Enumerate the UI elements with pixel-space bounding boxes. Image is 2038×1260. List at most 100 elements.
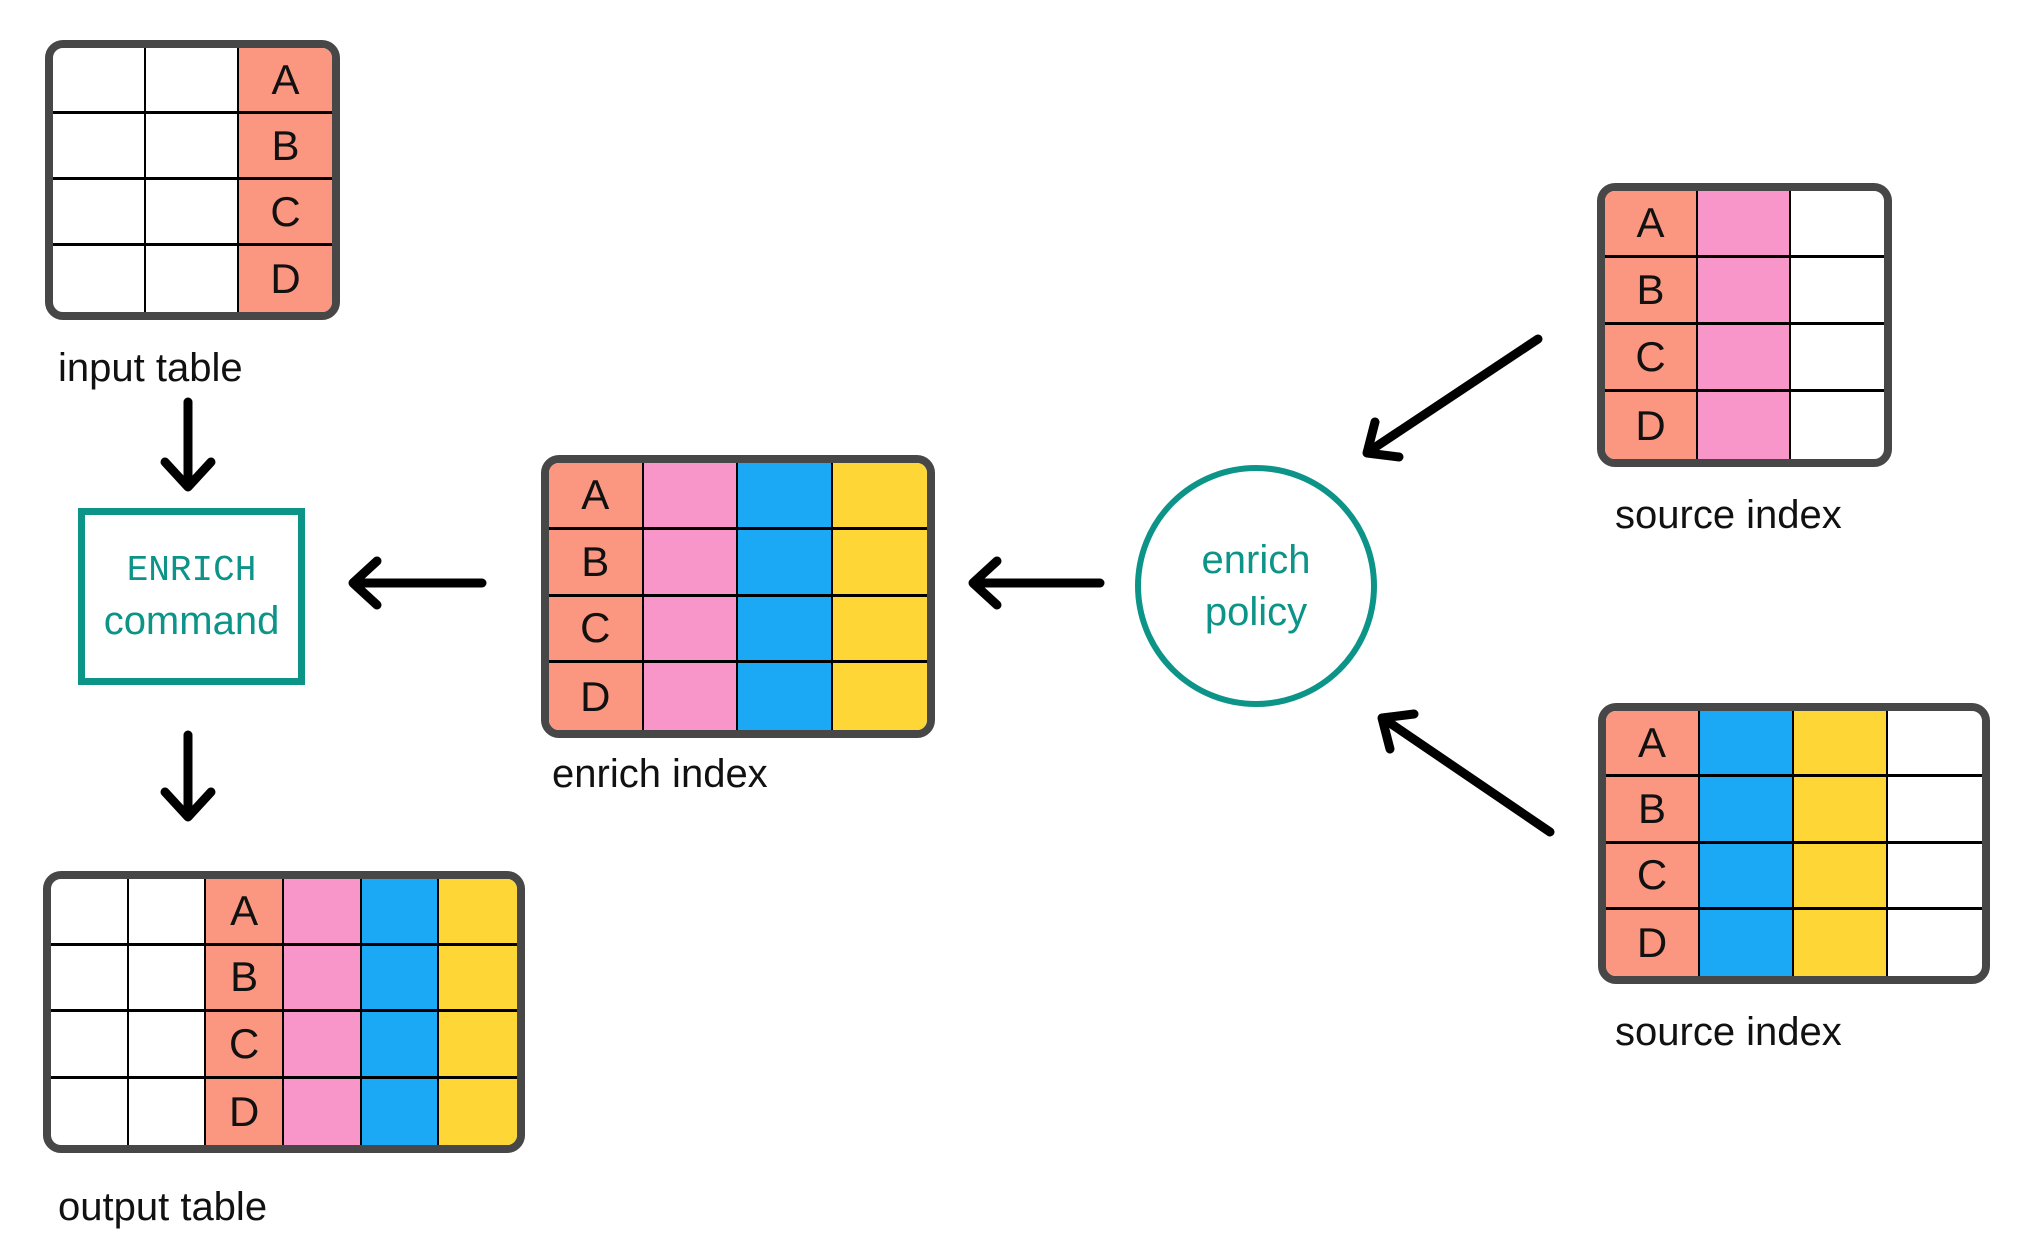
table-key-cell: D bbox=[1606, 909, 1700, 976]
table-key-cell: C bbox=[239, 180, 332, 246]
table-key-cell: D bbox=[206, 1078, 284, 1145]
table-cell bbox=[128, 879, 207, 946]
table-key-cell: C bbox=[1606, 843, 1700, 910]
table-cell bbox=[738, 663, 833, 730]
table-key-cell: A bbox=[1605, 191, 1698, 258]
table-cell bbox=[738, 596, 833, 664]
table-cell bbox=[361, 1078, 440, 1145]
table-cell bbox=[1700, 777, 1794, 844]
arrow-policy-to-enrich-index-icon bbox=[968, 556, 1105, 610]
table-cell bbox=[1698, 191, 1791, 258]
table-key-cell: B bbox=[239, 114, 332, 180]
enrich-command-subtitle: command bbox=[103, 598, 280, 643]
table-key-cell: A bbox=[549, 463, 644, 530]
table-cell bbox=[643, 463, 738, 530]
table-key-cell: B bbox=[549, 529, 644, 597]
enrich-index-label: enrich index bbox=[552, 752, 768, 796]
table-key-cell: C bbox=[549, 596, 644, 664]
table-cell bbox=[1700, 711, 1794, 778]
table-cell bbox=[1791, 191, 1884, 258]
table-cell bbox=[439, 879, 517, 946]
table-cell bbox=[361, 1012, 440, 1079]
table-cell bbox=[128, 945, 207, 1012]
source-index-bottom-label: source index bbox=[1615, 1010, 1842, 1054]
table-cell bbox=[1698, 392, 1791, 459]
table-cell bbox=[1888, 844, 1982, 910]
table-cell bbox=[1794, 909, 1888, 976]
table-cell bbox=[53, 48, 146, 114]
table-cell bbox=[146, 114, 239, 180]
table-cell bbox=[643, 663, 738, 730]
table-cell bbox=[1700, 909, 1794, 976]
table-cell bbox=[146, 180, 239, 246]
table-cell bbox=[1888, 910, 1982, 976]
source-index-top-label: source index bbox=[1615, 493, 1842, 537]
table-cell bbox=[1888, 777, 1982, 844]
table-cell bbox=[128, 1012, 207, 1079]
table-cell bbox=[738, 529, 833, 597]
table-cell bbox=[1698, 325, 1791, 392]
table-key-cell: D bbox=[549, 663, 644, 730]
arrow-input-to-enrich-command-icon bbox=[160, 397, 216, 492]
enrich-policy-label-line1: enrich bbox=[1201, 538, 1311, 582]
arrow-enrich-index-to-command-icon bbox=[348, 556, 487, 610]
table-cell bbox=[361, 945, 440, 1012]
table-cell bbox=[361, 879, 440, 946]
table-cell bbox=[738, 463, 833, 530]
table-key-cell: A bbox=[1606, 711, 1700, 778]
table-cell bbox=[283, 945, 362, 1012]
arrow-source-top-to-policy-icon bbox=[1362, 334, 1543, 462]
table-cell bbox=[439, 1012, 517, 1079]
table-key-cell: C bbox=[206, 1012, 284, 1079]
table-cell bbox=[51, 1012, 129, 1079]
input-table-label: input table bbox=[58, 346, 243, 390]
enrich-command-box: ENRICH command bbox=[78, 508, 305, 685]
table-cell bbox=[1698, 258, 1791, 325]
table-key-cell: D bbox=[1605, 392, 1698, 459]
table-cell bbox=[129, 1078, 207, 1145]
enrich-policy-label-line2: policy bbox=[1204, 590, 1308, 634]
table-cell bbox=[283, 1012, 362, 1079]
table-key-cell: B bbox=[206, 945, 284, 1012]
table-cell bbox=[146, 246, 239, 312]
table-cell bbox=[146, 48, 239, 114]
arrow-enrich-command-to-output-icon bbox=[160, 730, 216, 822]
table-cell bbox=[51, 879, 129, 946]
table-cell bbox=[283, 1078, 362, 1145]
table-cell bbox=[1791, 325, 1884, 392]
table-cell bbox=[53, 114, 146, 180]
table-cell bbox=[439, 945, 517, 1012]
table-cell bbox=[1791, 392, 1884, 459]
table-cell bbox=[51, 1078, 129, 1145]
output-table-label: output table bbox=[58, 1185, 268, 1229]
table-cell bbox=[832, 663, 927, 730]
table-cell bbox=[832, 463, 927, 530]
table-cell bbox=[51, 945, 129, 1012]
table-cell bbox=[1794, 843, 1888, 910]
table-cell bbox=[1791, 258, 1884, 325]
table-key-cell: D bbox=[239, 246, 332, 312]
table-key-cell: A bbox=[239, 48, 332, 114]
table-key-cell: B bbox=[1605, 258, 1698, 325]
table-cell bbox=[1888, 711, 1982, 778]
table-cell bbox=[832, 529, 927, 597]
enrich-policy-circle: enrich policy bbox=[1135, 465, 1377, 707]
table-key-cell: C bbox=[1605, 325, 1698, 392]
table-key-cell: A bbox=[206, 879, 284, 946]
table-cell bbox=[53, 246, 146, 312]
table-cell bbox=[832, 596, 927, 664]
table-cell bbox=[1794, 777, 1888, 844]
table-cell bbox=[283, 879, 362, 946]
table-cell bbox=[1794, 711, 1888, 778]
table-cell bbox=[53, 180, 146, 246]
table-cell bbox=[1700, 843, 1794, 910]
arrow-source-bottom-to-policy-icon bbox=[1377, 709, 1555, 837]
table-key-cell: B bbox=[1606, 777, 1700, 844]
table-cell bbox=[439, 1078, 517, 1145]
enrich-command-title: ENRICH bbox=[126, 550, 257, 592]
